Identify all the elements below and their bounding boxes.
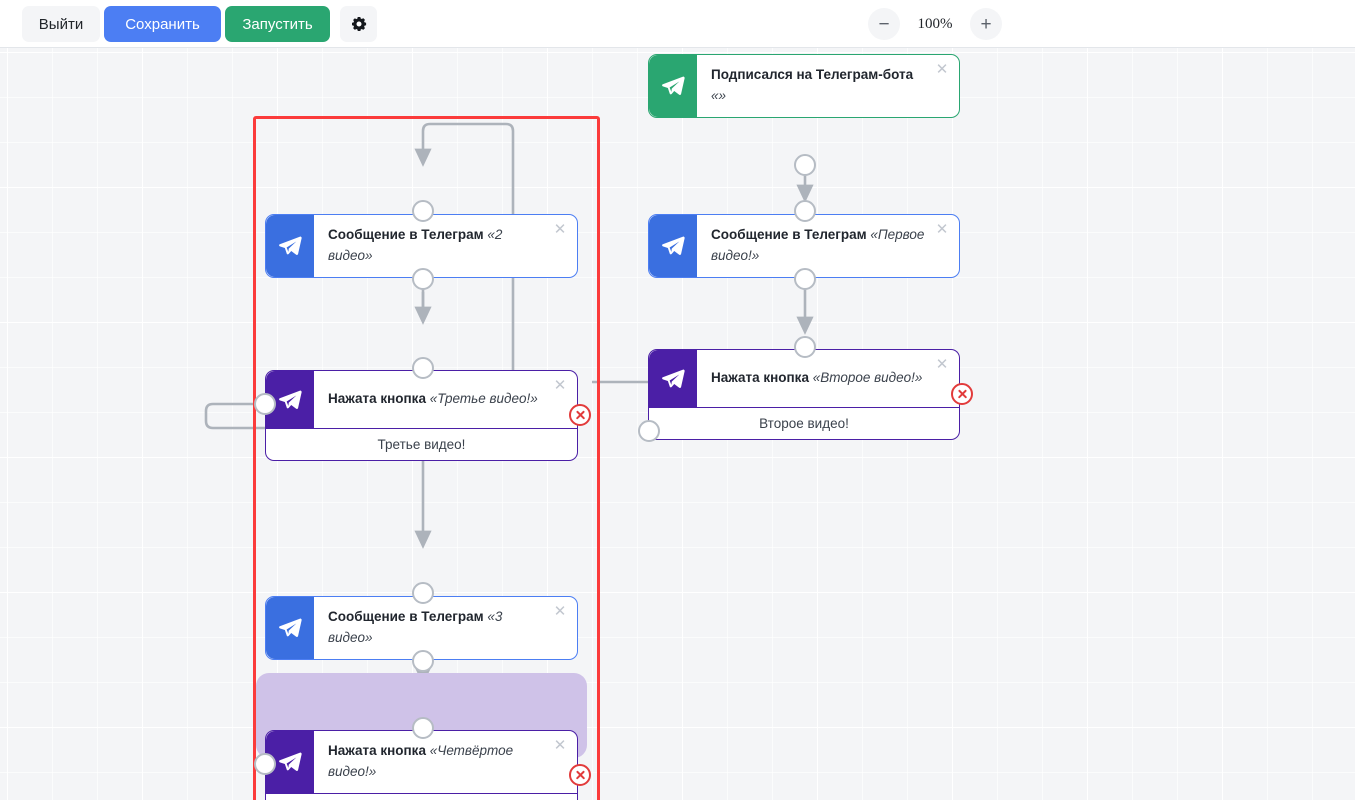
node-label: Сообщение в Телеграм «2 видео»	[314, 215, 577, 277]
node-card[interactable]: Сообщение в Телеграм «Первое видео!» ✕	[648, 214, 960, 278]
node-card[interactable]: Подписался на Телеграм-бота «» ✕	[648, 54, 960, 118]
node-message-3-video[interactable]: Сообщение в Телеграм «3 видео» ✕	[265, 596, 578, 660]
port-message-2-video-in[interactable]	[412, 200, 434, 222]
close-icon[interactable]: ✕	[935, 60, 949, 78]
telegram-icon	[649, 215, 697, 277]
close-icon[interactable]: ✕	[553, 220, 567, 238]
port-button-third-video-out[interactable]	[254, 393, 276, 415]
error-badge-second-video[interactable]	[951, 383, 973, 405]
node-quote: «»	[711, 87, 727, 103]
node-quote: «Первое видео!»	[711, 227, 925, 263]
node-card[interactable]: Нажата кнопка «Четвёртое видео!» ✕	[265, 730, 578, 793]
zoom-in-button[interactable]: +	[970, 8, 1002, 40]
node-title: Нажата кнопка	[328, 743, 426, 758]
port-button-fourth-video-in[interactable]	[412, 717, 434, 739]
port-button-fourth-video-out[interactable]	[254, 753, 276, 775]
node-label: Подписался на Телеграм-бота «»	[697, 55, 959, 117]
node-label: Сообщение в Телеграм «3 видео»	[314, 597, 577, 659]
close-icon[interactable]: ✕	[935, 220, 949, 238]
gear-icon	[351, 16, 367, 32]
node-title: Сообщение в Телеграм	[328, 609, 484, 624]
port-button-second-video-out[interactable]	[638, 420, 660, 442]
flow-canvas[interactable]: Подписался на Телеграм-бота «» ✕ Сообщен…	[0, 48, 1355, 800]
error-badge-fourth-video[interactable]	[569, 764, 591, 786]
node-title: Сообщение в Телеграм	[328, 227, 484, 242]
close-icon[interactable]: ✕	[553, 736, 567, 754]
node-title: Подписался на Телеграм-бота	[711, 67, 914, 82]
port-subscribed-bot-out[interactable]	[794, 154, 816, 176]
telegram-icon	[649, 350, 697, 407]
node-button-fourth-video[interactable]: Нажата кнопка «Четвёртое видео!» ✕ Четве…	[265, 730, 578, 800]
port-message-2-video-out[interactable]	[412, 268, 434, 290]
node-button-second-video[interactable]: Нажата кнопка «Второе видео!» ✕ Второе в…	[648, 349, 960, 440]
node-message-first-video[interactable]: Сообщение в Телеграм «Первое видео!» ✕	[648, 214, 960, 278]
node-label: Нажата кнопка «Четвёртое видео!»	[314, 731, 577, 793]
node-message-2-video[interactable]: Сообщение в Телеграм «2 видео» ✕	[265, 214, 578, 278]
telegram-icon	[649, 55, 697, 117]
save-button[interactable]: Сохранить	[104, 6, 221, 42]
port-message-3-video-out[interactable]	[412, 650, 434, 672]
error-badge-third-video[interactable]	[569, 404, 591, 426]
node-subscribed-bot[interactable]: Подписался на Телеграм-бота «» ✕	[648, 54, 960, 118]
exit-button[interactable]: Выйти	[22, 6, 100, 42]
node-label: Нажата кнопка «Второе видео!»	[697, 350, 959, 407]
port-button-third-video-in[interactable]	[412, 357, 434, 379]
zoom-out-button[interactable]: −	[868, 8, 900, 40]
port-message-first-video-in[interactable]	[794, 200, 816, 222]
node-quote: «Четвёртое видео!»	[328, 743, 514, 779]
port-message-first-video-out[interactable]	[794, 268, 816, 290]
close-icon[interactable]: ✕	[553, 602, 567, 620]
telegram-icon	[266, 215, 314, 277]
node-reply-button[interactable]: Второе видео!	[648, 407, 960, 440]
run-button[interactable]: Запустить	[225, 6, 330, 42]
node-label: Сообщение в Телеграм «Первое видео!»	[697, 215, 959, 277]
edge-loop-back-to-2-video	[414, 122, 515, 418]
node-quote: «Третье видео!»	[429, 391, 538, 407]
settings-button[interactable]	[340, 6, 377, 42]
node-title: Нажата кнопка	[711, 370, 809, 386]
node-label: Нажата кнопка «Третье видео!»	[314, 371, 577, 428]
close-icon[interactable]: ✕	[935, 355, 949, 373]
telegram-icon	[266, 597, 314, 659]
node-title: Нажата кнопка	[328, 391, 426, 407]
node-reply-button[interactable]: Четвертое видео!	[265, 792, 578, 800]
node-card[interactable]: Сообщение в Телеграм «3 видео» ✕	[265, 596, 578, 660]
port-message-3-video-in[interactable]	[412, 582, 434, 604]
node-quote: «2 видео»	[328, 227, 503, 263]
node-reply-button[interactable]: Третье видео!	[265, 428, 578, 461]
toolbar: Выйти Сохранить Запустить − 100% +	[0, 0, 1355, 48]
node-quote: «3 видео»	[328, 609, 503, 645]
node-button-third-video[interactable]: Нажата кнопка «Третье видео!» ✕ Третье в…	[265, 370, 578, 461]
node-card[interactable]: Сообщение в Телеграм «2 видео» ✕	[265, 214, 578, 278]
close-icon[interactable]: ✕	[553, 376, 567, 394]
node-quote: «Второе видео!»	[812, 370, 923, 386]
port-button-second-video-in[interactable]	[794, 336, 816, 358]
zoom-level-label: 100%	[917, 15, 953, 32]
node-title: Сообщение в Телеграм	[711, 227, 867, 242]
